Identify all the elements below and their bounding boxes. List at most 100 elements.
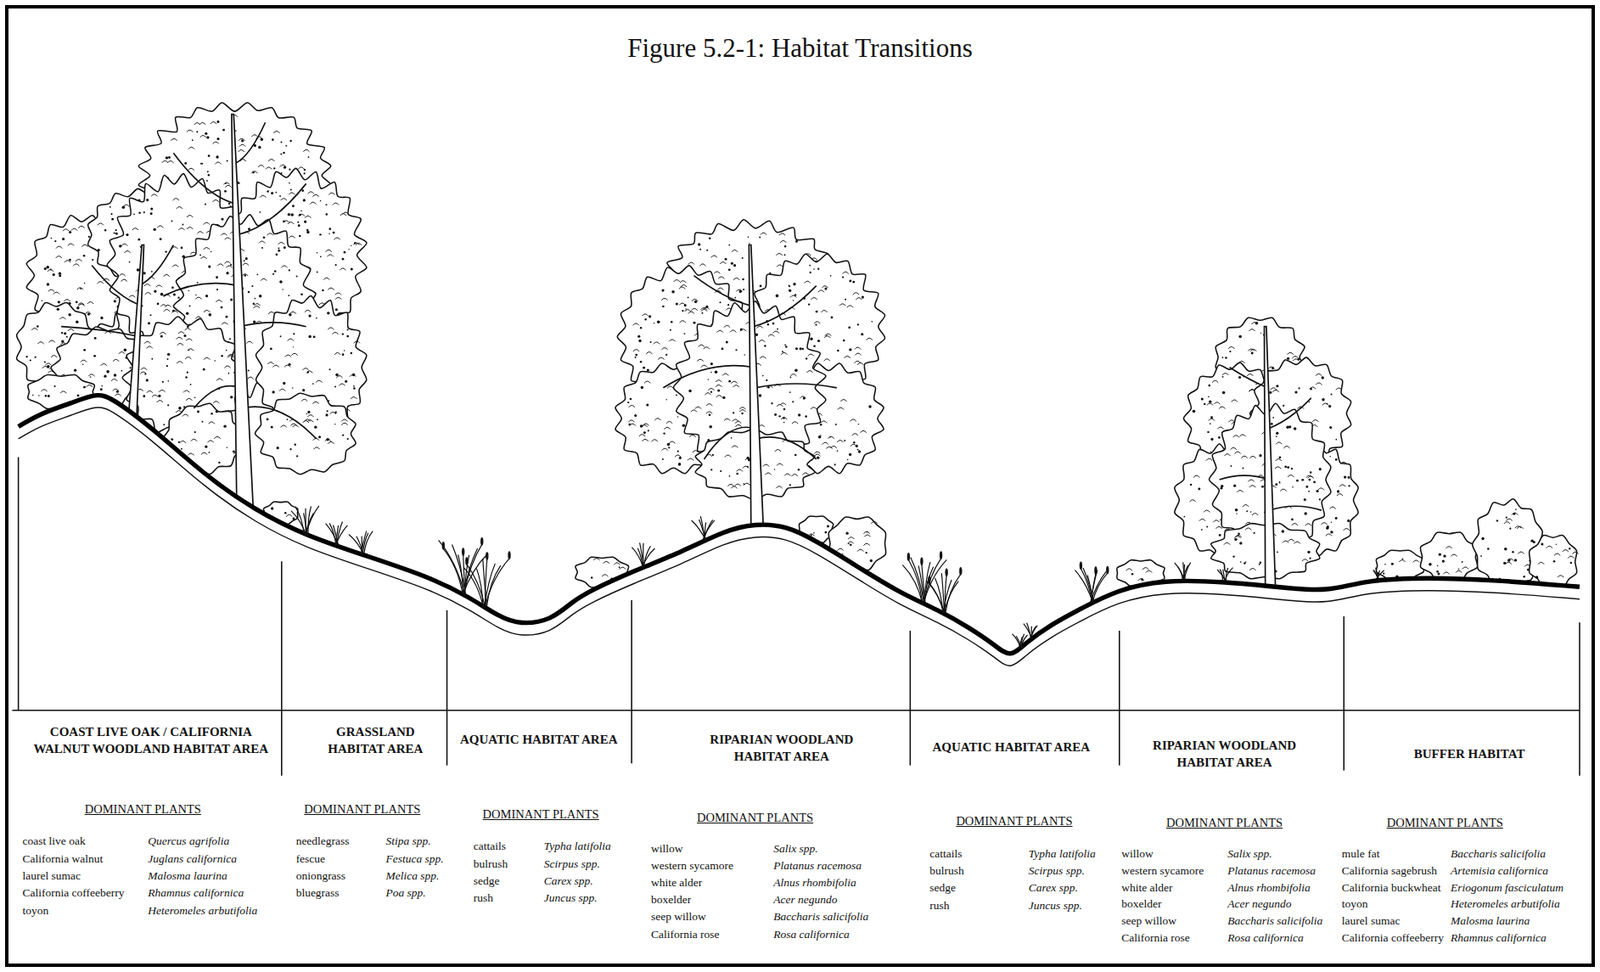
leaf-dot [1258, 563, 1261, 566]
leaf-dot [783, 421, 786, 424]
leaf-dot [1319, 498, 1321, 500]
leaf-dot [225, 315, 229, 319]
leaf-stroke [253, 303, 260, 306]
leaf-stroke [213, 436, 220, 438]
leaf-stroke [1450, 554, 1457, 556]
cattail-head [939, 550, 943, 560]
tree-trunk [748, 245, 764, 527]
leaf-dot [1329, 455, 1331, 458]
leaf-dot [303, 172, 306, 175]
leaf-stroke [1138, 578, 1145, 581]
leaf-stroke [1340, 461, 1347, 464]
leaf-dot [153, 228, 157, 231]
leaf-stroke [1246, 374, 1253, 377]
tree-canopy [255, 392, 357, 475]
leaf-stroke [1302, 559, 1309, 562]
leaf-dot [1481, 537, 1484, 540]
leaf-stroke [806, 370, 813, 373]
leaf-stroke [724, 325, 730, 327]
leaf-dot [765, 379, 768, 382]
leaf-stroke [859, 430, 866, 433]
leaf-stroke [808, 353, 815, 356]
leaf-dot [243, 259, 246, 262]
leaf-dot [710, 468, 713, 471]
leaf-stroke [309, 202, 316, 204]
leaf-stroke [1275, 442, 1282, 444]
leaf-dot [1442, 554, 1446, 557]
leaf-dot [802, 348, 804, 350]
leaf-stroke [739, 407, 746, 410]
tree-branch [173, 152, 237, 204]
leaf-dot [183, 334, 186, 337]
leaf-dot [178, 406, 182, 410]
leaf-dot [235, 129, 237, 132]
leaf-dot [75, 300, 79, 304]
leaf-dot [1222, 391, 1226, 395]
leaf-stroke [167, 161, 174, 163]
leaf-dot [819, 423, 823, 427]
leaf-stroke [253, 306, 260, 309]
leaf-dot [303, 198, 306, 202]
leaf-stroke [203, 357, 210, 360]
leaf-stroke [1329, 506, 1336, 509]
leaf-dot [842, 275, 844, 278]
leaf-dot [164, 250, 167, 253]
leaf-dot [115, 232, 118, 236]
tree-branch [1268, 505, 1321, 511]
leaf-stroke [280, 425, 287, 427]
leaf-dot [315, 317, 318, 320]
leaf-dot [795, 240, 798, 243]
tree-branch [237, 183, 307, 235]
leaf-dot [1438, 553, 1442, 556]
leaf-dot [784, 245, 786, 248]
leaf-stroke [825, 446, 832, 449]
leaf-dot [66, 336, 68, 338]
leaf-dot [44, 361, 46, 364]
leaf-stroke [286, 514, 292, 517]
leaf-dot [795, 347, 798, 350]
leaf-stroke [1505, 518, 1512, 521]
leaf-dot [830, 316, 834, 320]
leaf-dot [313, 335, 316, 338]
leaf-stroke [1268, 366, 1275, 369]
leaf-dot [50, 269, 52, 271]
leaf-dot [1279, 455, 1282, 459]
leaf-stroke [67, 243, 74, 246]
leaf-dot [89, 376, 92, 378]
leaf-dot [733, 263, 736, 267]
leaf-dot [245, 257, 248, 260]
leaf-stroke [268, 159, 275, 162]
leaf-dot [170, 220, 173, 223]
leaf-stroke [780, 352, 787, 354]
leaf-dot [1260, 332, 1262, 334]
leaf-dot [677, 450, 680, 453]
leaf-stroke [673, 280, 680, 282]
leaf-dot [813, 532, 815, 534]
leaf-dot [848, 348, 852, 351]
leaf-dot [1140, 578, 1144, 581]
leaf-dot [1218, 533, 1222, 537]
leaf-dot [276, 446, 280, 450]
leaf-dot [791, 400, 794, 403]
leaf-dot [774, 468, 775, 470]
leaf-dot [347, 329, 349, 332]
leaf-stroke [820, 310, 827, 313]
leaf-stroke [185, 328, 191, 331]
leaf-dot [741, 257, 744, 259]
leaf-dot [1293, 426, 1297, 431]
leaf-dot [847, 459, 849, 461]
leaf-dot [661, 289, 664, 292]
leaf-stroke [735, 421, 742, 423]
leaf-dot [172, 309, 175, 313]
leaf-stroke [327, 327, 334, 330]
leaf-dot [83, 386, 86, 389]
leaf-dot [58, 274, 62, 277]
leaf-stroke [151, 194, 158, 197]
leaf-dot [342, 258, 345, 261]
leaf-stroke [733, 277, 740, 280]
leaf-dot [1303, 511, 1308, 516]
leaf-dot [670, 320, 674, 324]
grass-blade [640, 542, 645, 568]
leaf-stroke [265, 167, 272, 169]
leaf-dot [809, 337, 814, 342]
